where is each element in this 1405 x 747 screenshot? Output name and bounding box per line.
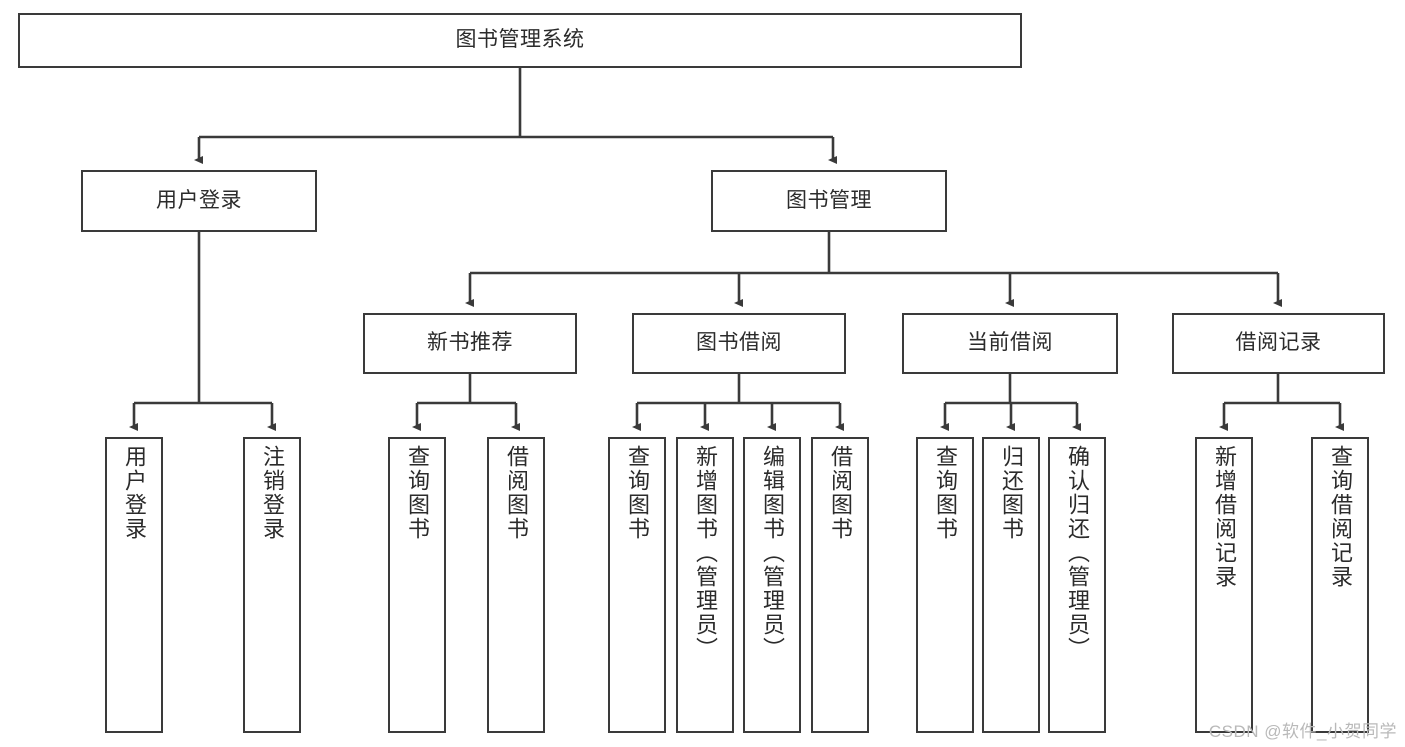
node-label: 用户登录 bbox=[156, 188, 242, 212]
node-label: 归还图书 bbox=[999, 445, 1024, 541]
leaf-user-login-login[interactable]: 用户登录 bbox=[105, 437, 163, 733]
leaf-record-add-record[interactable]: 新增借阅记录 bbox=[1195, 437, 1253, 733]
node-current-borrow[interactable]: 当前借阅 bbox=[902, 313, 1118, 374]
node-borrow-record[interactable]: 借阅记录 bbox=[1172, 313, 1385, 374]
node-label: 图书借阅 bbox=[696, 331, 782, 355]
node-label: 新增借阅记录 bbox=[1212, 445, 1237, 589]
node-label: 用户登录 bbox=[122, 445, 147, 541]
node-root-system[interactable]: 图书管理系统 bbox=[18, 13, 1022, 68]
leaf-borrow-borrow-book[interactable]: 借阅图书 bbox=[811, 437, 869, 733]
node-label: 编辑图书（管理员） bbox=[760, 445, 785, 661]
node-book-management[interactable]: 图书管理 bbox=[711, 170, 947, 232]
node-book-borrow[interactable]: 图书借阅 bbox=[632, 313, 846, 374]
node-label: 确认归还（管理员） bbox=[1065, 445, 1090, 661]
leaf-borrow-query-book[interactable]: 查询图书 bbox=[608, 437, 666, 733]
node-label: 借阅图书 bbox=[504, 445, 529, 541]
node-label: 注销登录 bbox=[260, 445, 285, 541]
node-label: 新书推荐 bbox=[427, 331, 513, 355]
leaf-recommend-borrow-book[interactable]: 借阅图书 bbox=[487, 437, 545, 733]
node-label: 查询借阅记录 bbox=[1328, 445, 1353, 589]
leaf-current-return-book[interactable]: 归还图书 bbox=[982, 437, 1040, 733]
node-label: 查询图书 bbox=[933, 445, 958, 541]
node-label: 借阅图书 bbox=[828, 445, 853, 541]
leaf-record-query-record[interactable]: 查询借阅记录 bbox=[1311, 437, 1369, 733]
leaf-current-confirm-return-admin[interactable]: 确认归还（管理员） bbox=[1048, 437, 1106, 733]
leaf-user-login-logout[interactable]: 注销登录 bbox=[243, 437, 301, 733]
node-label: 查询图书 bbox=[405, 445, 430, 541]
watermark-text: CSDN @软件_小贺同学 bbox=[1208, 722, 1397, 741]
node-label: 当前借阅 bbox=[967, 331, 1053, 355]
node-new-book-recommend[interactable]: 新书推荐 bbox=[363, 313, 577, 374]
node-label: 查询图书 bbox=[625, 445, 650, 541]
node-user-login[interactable]: 用户登录 bbox=[81, 170, 317, 232]
leaf-borrow-edit-book-admin[interactable]: 编辑图书（管理员） bbox=[743, 437, 801, 733]
leaf-current-query-book[interactable]: 查询图书 bbox=[916, 437, 974, 733]
node-label: 新增图书（管理员） bbox=[693, 445, 718, 661]
leaf-borrow-add-book-admin[interactable]: 新增图书（管理员） bbox=[676, 437, 734, 733]
node-label: 图书管理系统 bbox=[455, 28, 585, 52]
leaf-recommend-query-book[interactable]: 查询图书 bbox=[388, 437, 446, 733]
node-label: 图书管理 bbox=[786, 188, 872, 212]
node-label: 借阅记录 bbox=[1235, 331, 1322, 355]
